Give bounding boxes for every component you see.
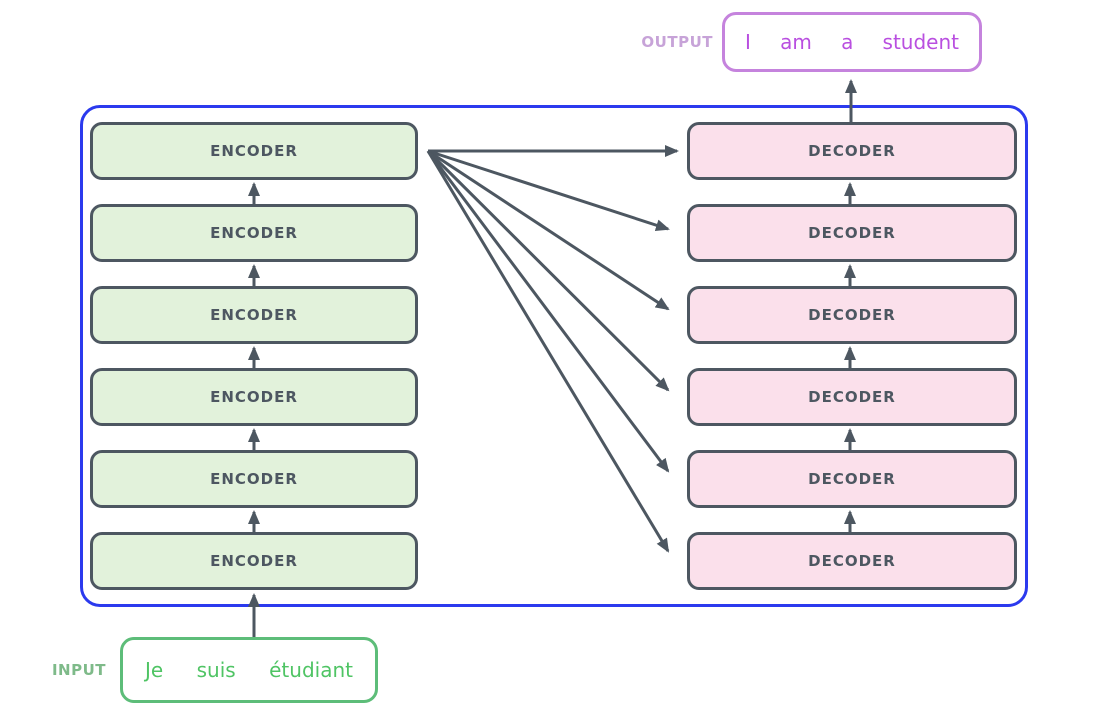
input-label: INPUT [51,661,106,679]
output-word: am [780,30,812,54]
input-sentence-box: Je suis étudiant [120,637,378,703]
decoder-box-3: DECODER [687,368,1017,426]
encoder-box-5: ENCODER [90,204,418,262]
input-word: Je [145,658,164,682]
decoder-box-1: DECODER [687,532,1017,590]
output-word: student [882,30,959,54]
decoder-box-6: DECODER [687,122,1017,180]
output-label: OUTPUT [641,33,713,51]
decoder-box-2: DECODER [687,450,1017,508]
decoder-box-4: DECODER [687,286,1017,344]
encoder-box-4: ENCODER [90,286,418,344]
output-word: a [841,30,854,54]
encoder-box-6: ENCODER [90,122,418,180]
output-sentence-box: I am a student [722,12,982,72]
encoder-box-2: ENCODER [90,450,418,508]
encoder-box-3: ENCODER [90,368,418,426]
input-word: étudiant [269,658,353,682]
encoder-box-1: ENCODER [90,532,418,590]
input-word: suis [196,658,236,682]
output-word: I [745,30,751,54]
decoder-box-5: DECODER [687,204,1017,262]
